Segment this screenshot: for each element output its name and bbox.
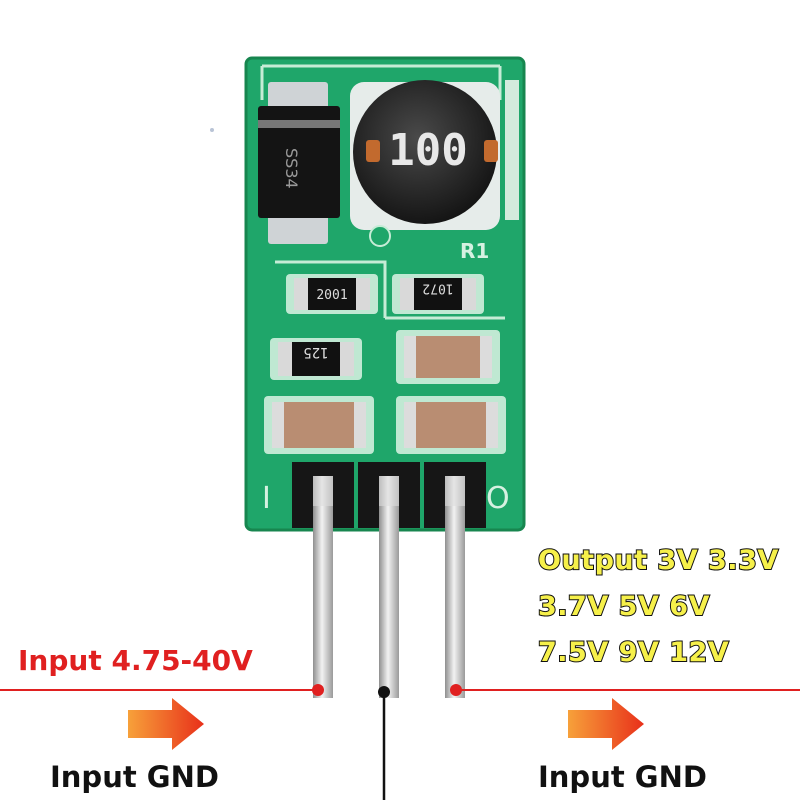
gnd-pin-dot <box>378 686 390 698</box>
gnd-label-right: Input GND <box>538 760 707 794</box>
arrow-right-icon <box>128 698 204 750</box>
resistor-125: 125 <box>270 338 362 380</box>
output-voltage-line-1: Output 3V 3.3V <box>537 544 779 577</box>
output-pin-dot <box>450 684 462 696</box>
pin-label-input: I <box>262 481 271 516</box>
pin-label-output: O <box>486 481 510 516</box>
capacitor-bottom-right <box>396 396 506 454</box>
inductor-label: 100 <box>388 125 467 176</box>
resistor-designator: R1 <box>460 239 489 263</box>
output-voltage-line-2: 3.7V 5V 6V <box>537 590 710 623</box>
capacitor-top-right <box>396 330 500 384</box>
diode-ss34: SS34 <box>258 82 340 244</box>
resistor-2001: 2001 <box>286 274 378 314</box>
input-voltage-label: Input 4.75-40V <box>18 644 253 677</box>
resistor-1072: 1072 <box>392 274 484 314</box>
wiring <box>0 684 800 800</box>
output-voltage-line-3: 7.5V 9V 12V <box>537 636 730 669</box>
pin-header <box>292 462 486 698</box>
resistor-a-code: 2001 <box>316 288 347 303</box>
diode-label: SS34 <box>282 148 301 189</box>
capacitor-bottom-left <box>264 396 374 454</box>
resistor-b-code: 1072 <box>422 281 453 296</box>
inductor-100: 100 <box>350 80 500 247</box>
resistor-c-code: 125 <box>303 344 328 360</box>
input-pin-dot <box>312 684 324 696</box>
arrow-right-icon <box>568 698 644 750</box>
gnd-label-left: Input GND <box>50 760 219 794</box>
